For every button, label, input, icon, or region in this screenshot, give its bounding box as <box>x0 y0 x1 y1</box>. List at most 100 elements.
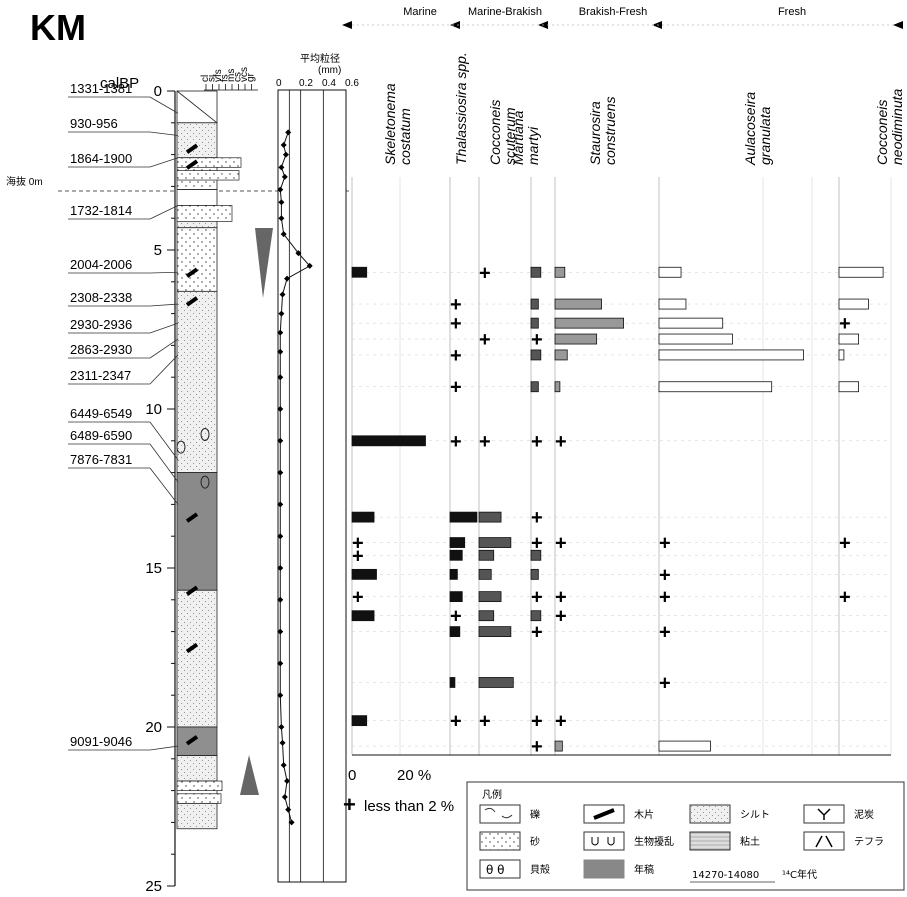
abundance-bar <box>658 266 682 278</box>
abundance-bar <box>351 568 377 580</box>
trace-mark: + <box>352 587 364 609</box>
grain-size-point <box>277 374 284 381</box>
wood-fragment-symbol <box>185 296 199 307</box>
trace-mark: + <box>450 313 462 335</box>
abundance-bar <box>530 568 539 580</box>
grain-size-point <box>285 806 292 813</box>
scale-tick-0: 0 <box>348 767 356 784</box>
grain-class-si: si <box>207 75 218 82</box>
abundance-bar <box>351 610 375 622</box>
depth-axis-label: calBP <box>100 75 139 92</box>
legend-label-sand: 砂 <box>530 835 540 848</box>
trace-mark: + <box>450 345 462 367</box>
svg-text:θ θ: θ θ <box>486 863 505 877</box>
trace-mark: + <box>479 262 491 284</box>
abundance-bar <box>351 715 368 727</box>
grain-class-ms: ms <box>226 69 237 82</box>
species-header: Cocconeisneodiminuta <box>874 89 905 165</box>
depth-tick-label: 5 <box>154 242 162 259</box>
species-header: Staurosiraconstruens <box>587 97 618 165</box>
trace-mark: + <box>479 431 491 453</box>
legend-label-clay: 粘土 <box>740 835 760 848</box>
age-labels: 1331-1381930-9561864-19001732-18142004-2… <box>68 81 179 751</box>
abundance-bar <box>449 549 463 561</box>
litho-unit <box>176 726 218 757</box>
wood-fragment-symbol <box>185 642 199 654</box>
trace-mark: + <box>839 533 851 555</box>
grain-size-point <box>295 250 302 257</box>
litho-thin-layer <box>176 205 233 222</box>
abundance-bar <box>351 435 426 447</box>
abundance-bar <box>530 298 539 310</box>
grain-size-point <box>278 215 285 222</box>
age-leader-line <box>149 96 179 114</box>
age-leader-line <box>149 745 179 751</box>
grain-size-tick: 0.4 <box>322 78 336 89</box>
litho-unit <box>176 589 218 728</box>
age-leader-line <box>149 205 179 220</box>
age-label: 1331-1381 <box>70 81 132 96</box>
litho-thin-layer <box>176 780 223 791</box>
abundance-bar <box>838 349 845 361</box>
wood-fragment-symbol <box>185 143 199 154</box>
grain-size-point <box>281 793 288 800</box>
grain-size-point <box>282 151 289 158</box>
litho-thin-layer <box>176 793 222 804</box>
litho-unit <box>176 122 218 159</box>
legend-swatch-varve <box>583 859 625 879</box>
age-label: 7876-7831 <box>70 452 132 467</box>
sample-grid <box>351 177 892 756</box>
trace-mark: + <box>531 533 543 555</box>
grain-size-point <box>278 164 285 171</box>
abundance-bar <box>449 511 478 523</box>
trace-mark: + <box>531 329 543 351</box>
grain-size-point <box>279 291 286 298</box>
grain-size-point <box>277 469 284 476</box>
trace-mark: + <box>659 672 671 694</box>
grain-size-point <box>277 437 284 444</box>
abundance-bar <box>554 333 598 345</box>
legend-c14-label: ¹⁴C年代 <box>782 868 817 881</box>
age-leader-line <box>149 443 179 483</box>
abundance-bar <box>530 317 539 329</box>
depth-tick-label: 25 <box>145 878 162 895</box>
grain-size-tick: 0.6 <box>345 78 359 89</box>
grain-size-point <box>280 231 287 238</box>
abundance-bar <box>658 381 773 393</box>
grain-size-point <box>277 501 284 508</box>
abundance-bar <box>838 333 860 345</box>
abundance-bar <box>478 626 512 637</box>
grain-size-point <box>277 348 284 355</box>
abundance-bar <box>449 591 463 603</box>
age-label: 2863-2930 <box>70 342 132 357</box>
trace-mark: + <box>659 533 671 555</box>
abundance-bar <box>554 349 568 361</box>
abundance-bar <box>478 610 495 622</box>
grain-size-point <box>277 186 284 193</box>
abundance-bars: +++++++++++++++++++++++++++++++++++ <box>351 262 884 758</box>
abundance-bar <box>554 740 563 752</box>
grain-size-title: 平均粒径 <box>300 52 340 65</box>
abundance-bar <box>530 266 542 278</box>
trace-mark: + <box>450 431 462 453</box>
grain-class-cs: cs <box>233 72 244 82</box>
trace-mark: + <box>531 431 543 453</box>
trace-mark: + <box>531 507 543 529</box>
age-leader-line <box>149 271 179 274</box>
shell-symbol <box>176 440 186 454</box>
wood-fragment-symbol <box>185 512 199 523</box>
grain-size-point <box>278 310 285 317</box>
species-header: Skeletonemacostatum <box>382 83 413 165</box>
abundance-bar <box>478 677 514 688</box>
litho-unit <box>176 802 218 830</box>
wood-fragment-symbol <box>185 159 199 170</box>
abundance-bar <box>478 591 502 603</box>
litho-unit <box>176 227 218 292</box>
legend-label-bioturbation: 生物擾乱 <box>634 835 674 848</box>
depth-tick-label: 20 <box>145 719 162 736</box>
grain-class-vfs: vfs <box>213 69 224 82</box>
grain-size-point <box>277 533 284 540</box>
